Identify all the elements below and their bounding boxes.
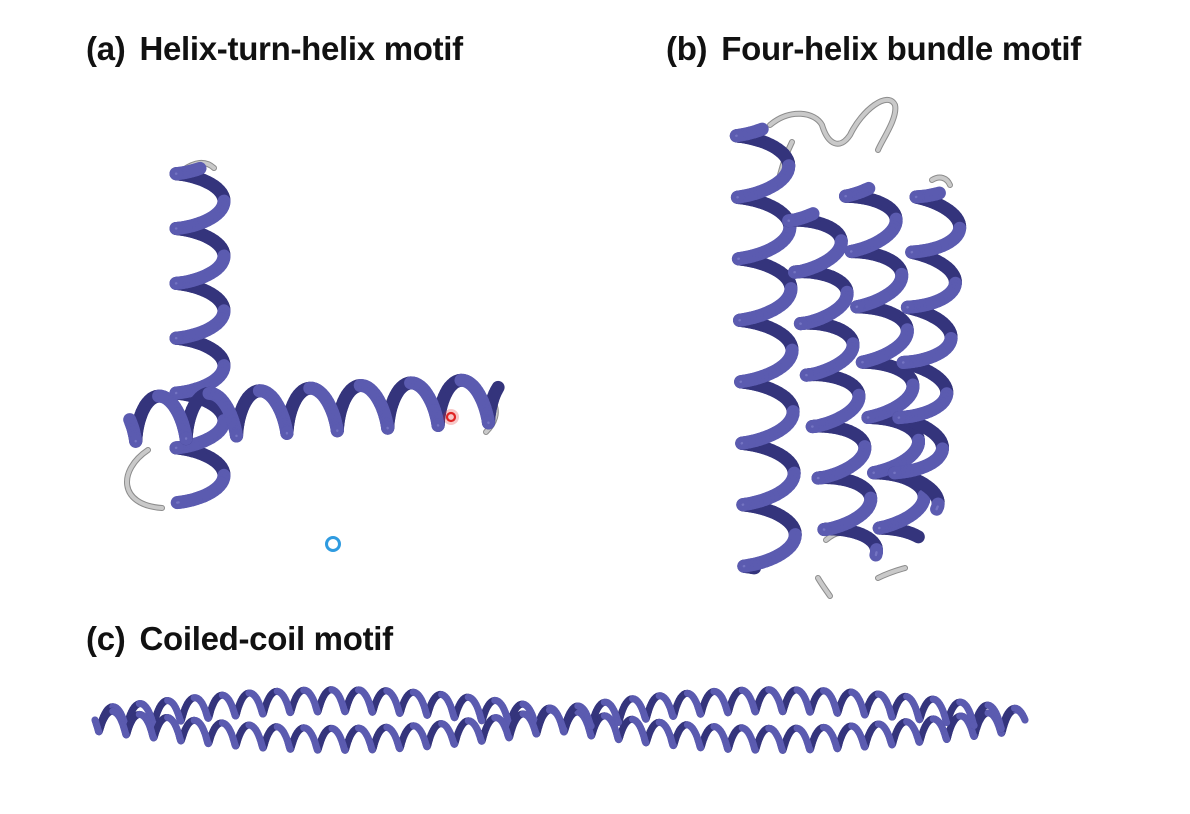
panel-b-heading: Four-helix bundle motif bbox=[721, 30, 1081, 67]
panel-c-tag: (c) bbox=[86, 620, 126, 657]
vertical-helix bbox=[169, 161, 231, 510]
panel-a-heading: Helix-turn-helix motif bbox=[139, 30, 463, 67]
cursor-markers bbox=[325, 409, 459, 552]
panel-a-tag: (a) bbox=[86, 30, 126, 67]
panel-b-title: (b) Four-helix bundle motif bbox=[666, 30, 1081, 68]
panel-b-tag: (b) bbox=[666, 30, 708, 67]
bundle-helix-4 bbox=[782, 207, 883, 562]
helix-turn-helix-drawing bbox=[123, 160, 505, 511]
panel-a-title: (a) Helix-turn-helix motif bbox=[86, 30, 463, 68]
top-loop-2 bbox=[929, 174, 953, 188]
coil-strand-2 bbox=[91, 686, 1029, 754]
panel-c-heading: Coiled-coil motif bbox=[139, 620, 393, 657]
bundle-helix-3 bbox=[887, 186, 967, 516]
red-ring-cursor-icon bbox=[443, 409, 459, 425]
top-loop-1 bbox=[767, 96, 899, 153]
bundle-helix-1 bbox=[729, 122, 802, 575]
coiled-coil-drawing bbox=[91, 686, 1029, 754]
panel-c-title: (c) Coiled-coil motif bbox=[86, 620, 393, 658]
bottom-loop-1 bbox=[815, 575, 833, 599]
horizontal-helix bbox=[123, 373, 505, 448]
coil-strand-1 bbox=[91, 686, 1029, 754]
bottom-loop-2 bbox=[875, 565, 908, 581]
blue-ring-cursor-icon bbox=[325, 536, 341, 552]
four-helix-bundle-drawing bbox=[729, 96, 967, 599]
turn-loop bbox=[124, 447, 165, 511]
